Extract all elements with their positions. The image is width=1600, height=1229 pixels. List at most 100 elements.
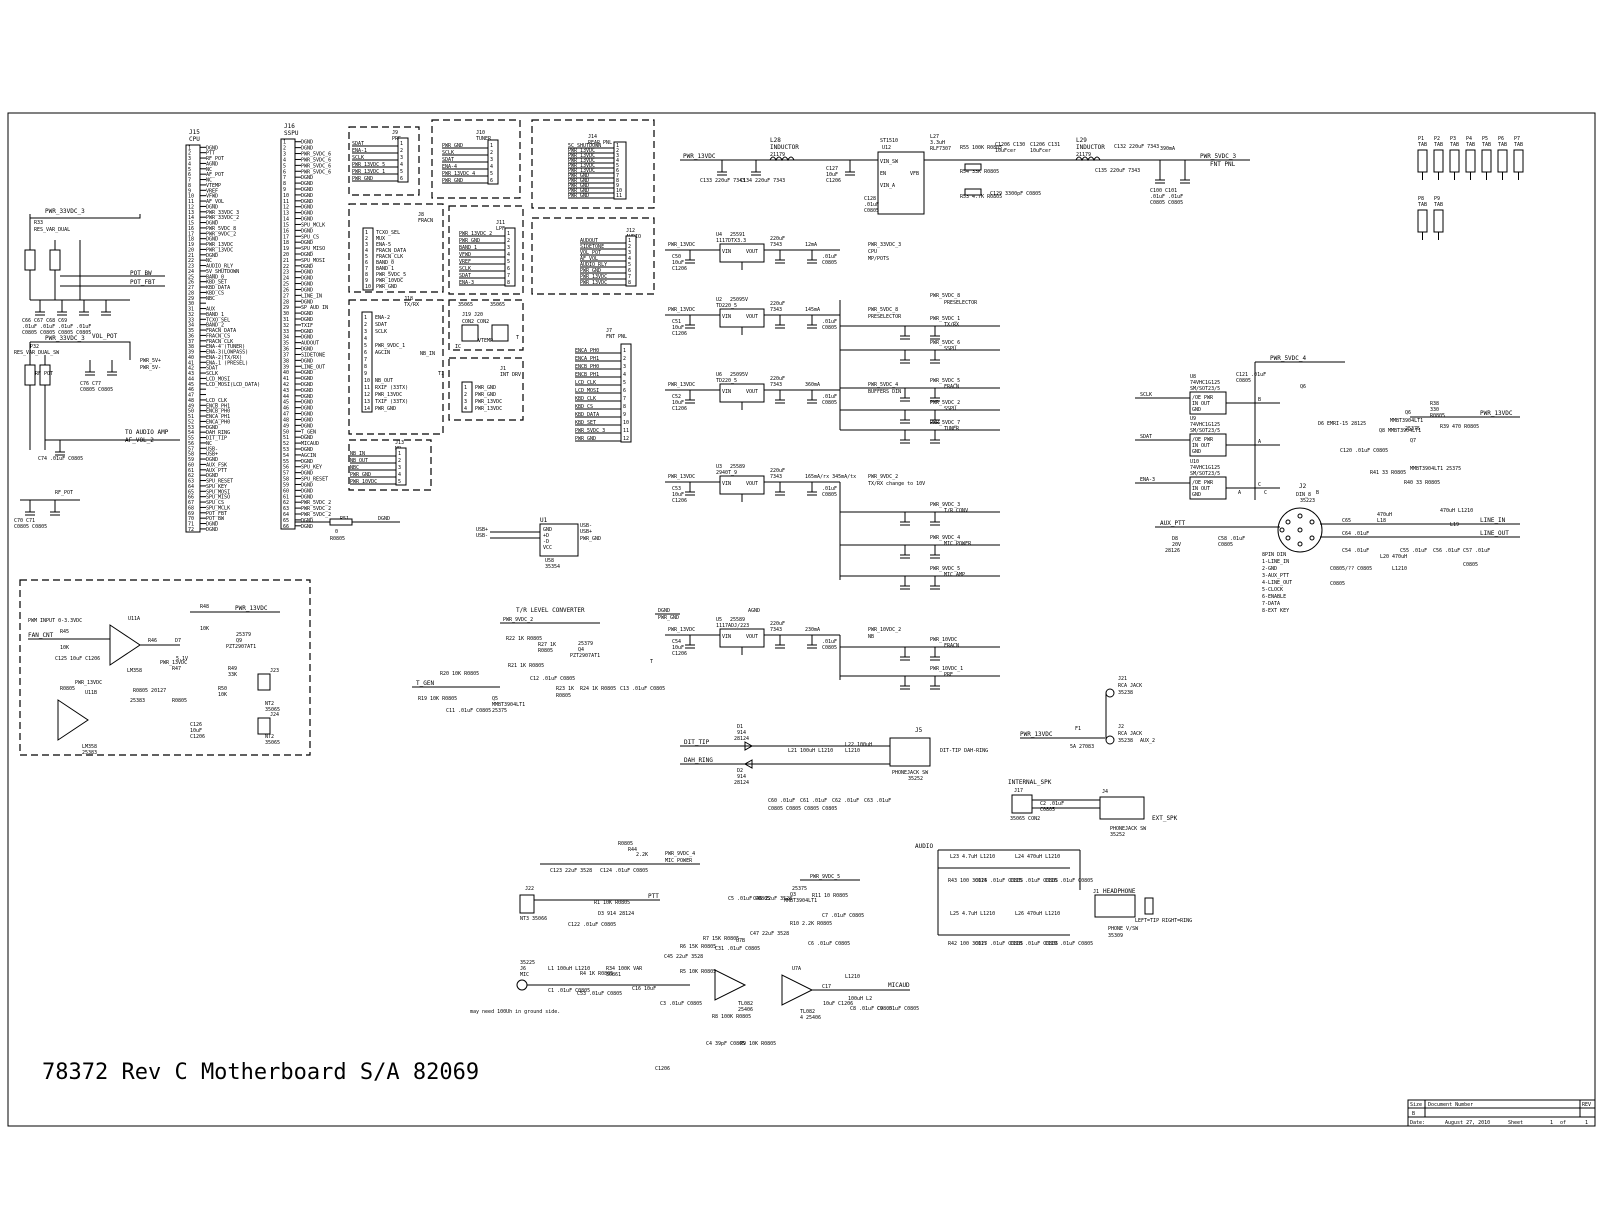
regulator-input-net: PWR_13VDC	[668, 307, 695, 313]
j10-pin-number: 6	[490, 178, 493, 184]
power-rail-net: PWR_5VDC_1	[930, 316, 960, 322]
din-8-label: DIN_8	[1296, 492, 1311, 498]
svg-text:NB_IN: NB_IN	[420, 351, 435, 357]
tab-point-type: TAB	[1418, 202, 1427, 208]
j16-pin-net: SPU_MISO	[301, 246, 325, 252]
j16-pin-net: AGCIN	[301, 453, 316, 459]
j16-pin-number: 61	[283, 494, 289, 500]
j7-pin-net: ENCA_PH1	[575, 356, 599, 362]
svg-text:T1: T1	[438, 371, 444, 377]
svg-text:INDUCTOR: INDUCTOR	[1076, 144, 1105, 151]
j10-pin-number: 5	[490, 171, 493, 177]
svg-text:10uF C1206: 10uF C1206	[823, 1001, 853, 1007]
j12-pin-net: PWR_13VDC	[580, 274, 607, 280]
j16-pin-net: PWR_5VDC_6	[301, 163, 331, 169]
svg-text:C58 .01uF: C58 .01uF	[1218, 536, 1245, 542]
j18-pin-number: 2	[364, 322, 367, 328]
mmbt-q6: MMBT3904LT1	[1390, 418, 1423, 424]
net-label: PWR_33VDC_3	[45, 335, 85, 342]
svg-text:VIN: VIN	[722, 389, 731, 395]
svg-text:.01uF: .01uF	[822, 394, 837, 400]
agnd-label: AGND	[748, 608, 760, 614]
j15-pin-net: DGND	[206, 425, 218, 431]
svg-text:R1 10K R0805: R1 10K R0805	[594, 900, 630, 906]
j11-pin-number: 4	[507, 252, 510, 258]
j16-pin-number: 17	[283, 234, 289, 240]
j15-pin-net: DGND	[206, 204, 218, 210]
svg-text:C1206: C1206	[655, 1066, 670, 1072]
svg-text:.01uF: .01uF	[822, 319, 837, 325]
svg-text:Q9: Q9	[236, 638, 242, 644]
j15-pin-number: 37	[188, 339, 194, 345]
j15-pin-number: 66	[188, 495, 194, 501]
j8-pin-net: PWR_5VDC_5	[376, 272, 406, 278]
svg-text:B: B	[1258, 397, 1261, 403]
j15-pin-number: 55	[188, 436, 194, 442]
svg-text:C60 .01uF: C60 .01uF	[768, 798, 795, 804]
j16-pin-number: 25	[283, 282, 289, 288]
u12-ref: U12	[882, 145, 891, 151]
svg-text:P32: P32	[30, 344, 39, 350]
svg-text:C8 .01uF C0805: C8 .01uF C0805	[850, 1006, 892, 1012]
svg-text:VIN: VIN	[722, 481, 731, 487]
tab-point	[1417, 149, 1428, 173]
svg-text:C127: C127	[826, 166, 838, 172]
j14-pin-net: PWR_GND	[568, 178, 589, 184]
svg-text:C0805: C0805	[1463, 562, 1478, 568]
j16-pin-number: 65	[283, 518, 289, 524]
j7-pin-number: 10	[623, 420, 629, 426]
sheet-title: 78372 Rev C Motherboard S/A 82069	[42, 1060, 479, 1085]
j15-pin-net: DGND	[206, 522, 218, 528]
j12-pin-net: SIDETONE	[580, 244, 604, 250]
j16-pin-number: 63	[283, 506, 289, 512]
j8-pin-number: 9	[365, 278, 368, 284]
j18-pin-number: 6	[364, 350, 367, 356]
line-in-label: LINE_IN	[1480, 517, 1506, 524]
j8-pin-number: 8	[365, 272, 368, 278]
j10-pin-net: ENA-4	[442, 164, 457, 170]
j7-name: FNT PNL	[606, 334, 627, 340]
svg-text:T: T	[650, 659, 653, 665]
svg-text:28126: 28126	[1165, 548, 1180, 554]
j15-pin-number: 53	[188, 425, 194, 431]
svg-text:-D: -D	[543, 539, 549, 545]
svg-text:J24: J24	[270, 712, 279, 718]
tb-size-val: B	[1412, 1111, 1415, 1117]
j16-pin-number: 41	[283, 376, 289, 382]
j15-pin-number: 23	[188, 264, 194, 270]
svg-text:C55 .01uF: C55 .01uF	[1400, 548, 1427, 554]
j9-pin-net: SDAT	[352, 141, 364, 147]
svg-text:R19 10K R0805: R19 10K R0805	[418, 696, 457, 702]
tab-point-type: TAB	[1450, 142, 1459, 148]
svg-text:+D: +D	[543, 533, 549, 539]
j16-pin-number: 18	[283, 240, 289, 246]
svg-text:VOUT: VOUT	[746, 249, 758, 255]
tb-of-val: 1	[1585, 1120, 1588, 1126]
svg-text:Q6: Q6	[1405, 410, 1411, 416]
regulator-input-net: PWR_13VDC	[668, 627, 695, 633]
j16-pin-number: 60	[283, 488, 289, 494]
j15-pin-net: PWR_33VDC_3	[206, 210, 239, 216]
j16-pin-number: 13	[283, 211, 289, 217]
ext-spk: EXT_SPK	[1152, 815, 1178, 822]
j15-pin-number: 18	[188, 237, 194, 243]
svg-text:USB+: USB+	[580, 529, 592, 535]
j15-pin-number: 51	[188, 414, 194, 420]
j15-pin-net: AUX_FSK	[206, 462, 227, 468]
j16-pin-number: 28	[283, 299, 289, 305]
tab-point-type: TAB	[1418, 142, 1427, 148]
power-rail-net: PWR_5VDC_7	[930, 420, 960, 426]
j16-pin-number: 27	[283, 293, 289, 299]
svg-text:25406: 25406	[738, 1007, 753, 1013]
svg-text:35309: 35309	[1108, 933, 1123, 939]
j5-ref: J5	[915, 727, 923, 734]
tab-point-type: TAB	[1434, 142, 1443, 148]
svg-text:C1206 C130: C1206 C130	[995, 142, 1025, 148]
j14-pin-net: PWR_GND	[568, 193, 589, 199]
j14-pin-net: PWR_13VDC	[568, 148, 595, 154]
j15-pin-net: FRACN_CLK	[206, 339, 233, 345]
j15-pin-net: SCLK	[206, 371, 218, 377]
svg-text:J4: J4	[1102, 789, 1108, 795]
svg-text:220uF: 220uF	[770, 376, 785, 382]
tab-point-label: P6	[1498, 136, 1504, 142]
